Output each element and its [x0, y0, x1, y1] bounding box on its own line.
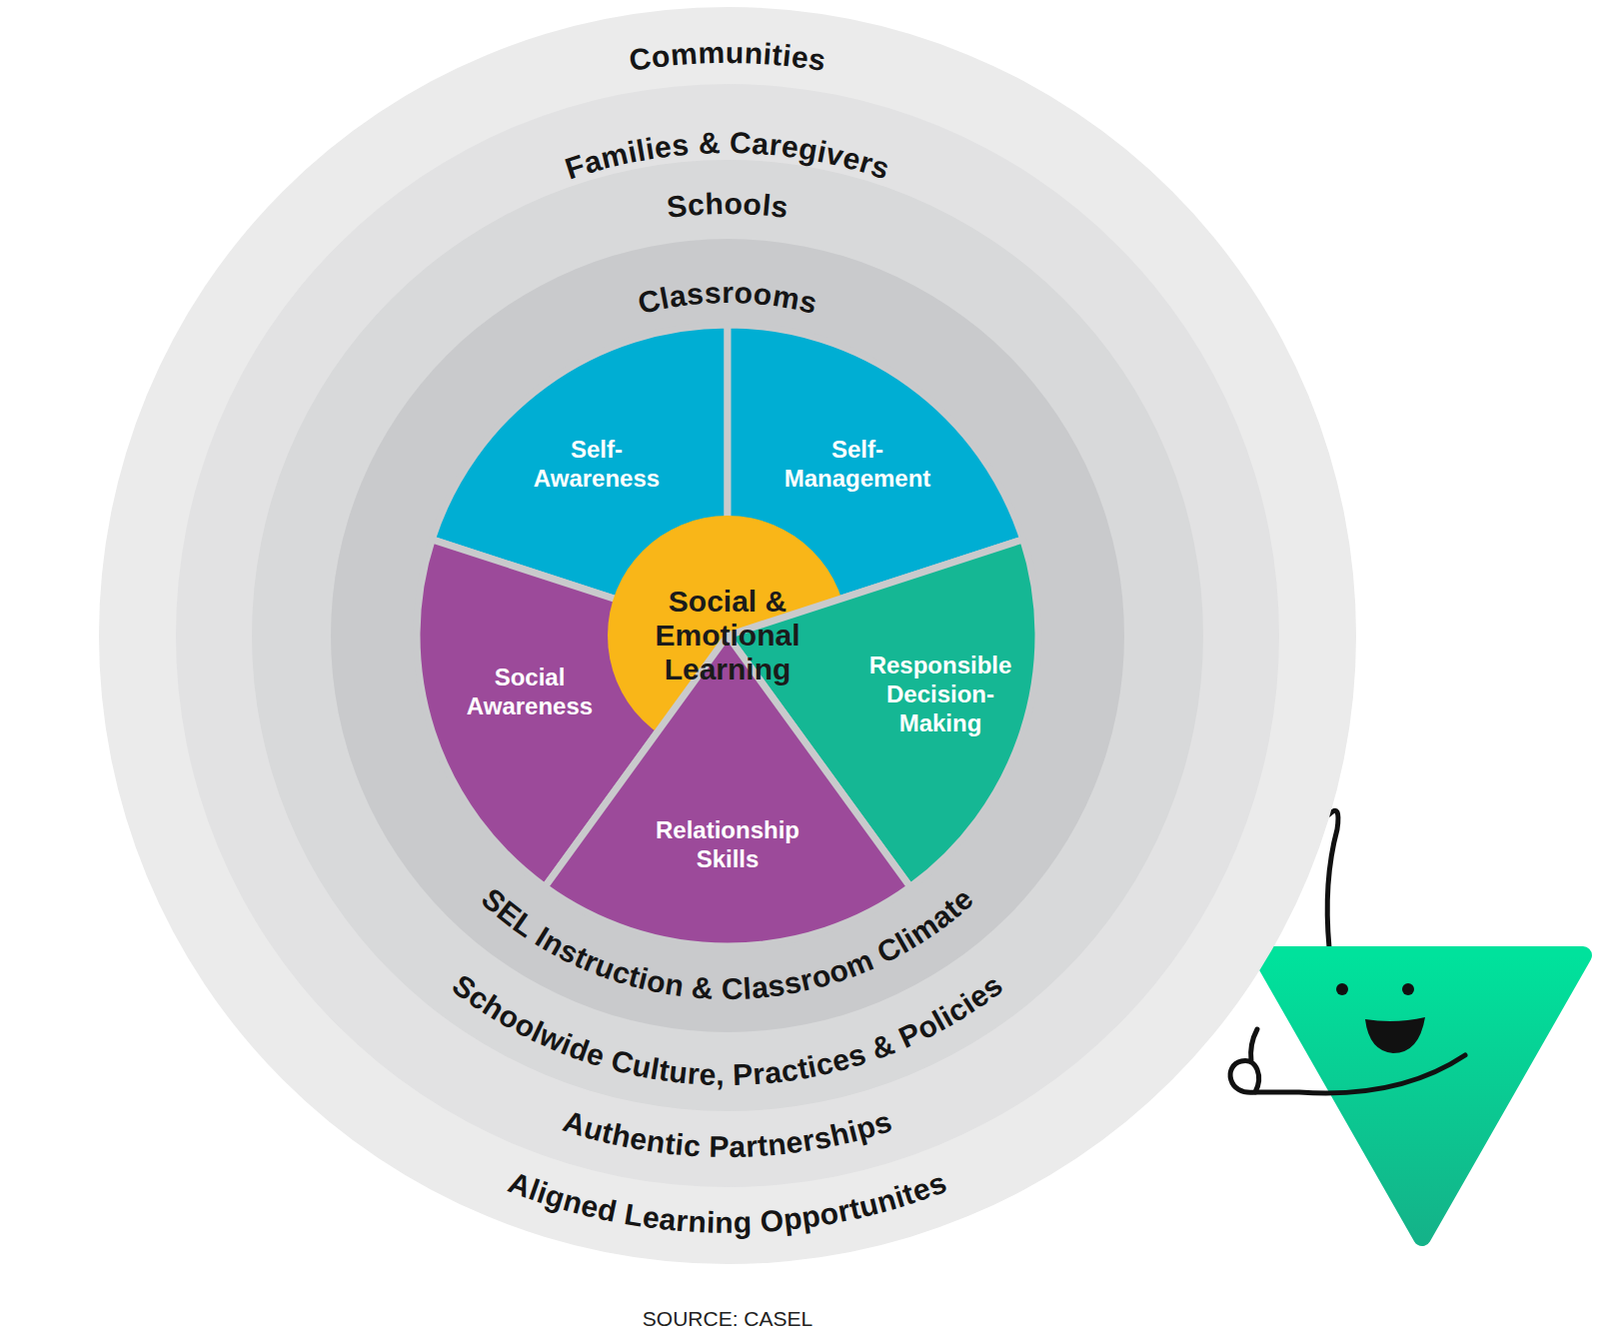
ring-disc-shape [251, 159, 1204, 1112]
label-slot: Self-Awareness [521, 434, 672, 493]
label-slot: Responsible Decision-Making [858, 650, 1024, 738]
ring-disc-shape [175, 83, 1280, 1188]
communities-ring: CommunitiesAligned Learning Opportunites… [98, 6, 1357, 1265]
ring-disc-shape [330, 238, 1125, 1033]
classrooms-ring: ClassroomsSEL Instruction & Classroom Cl… [330, 238, 1125, 1033]
caption: SOURCE: CASEL [0, 1307, 1456, 1332]
arc-text-path: Authentic Partnerships [559, 1104, 897, 1164]
arc-text-path: Communities [626, 35, 829, 77]
schools-ring: SchoolsSchoolwide Culture, Practices & P… [251, 159, 1204, 1112]
competency-label: Self-Awareness [521, 434, 672, 493]
competency-label: Responsible Decision-Making [858, 650, 1024, 738]
ring-practice: Authentic Partnerships [559, 1104, 897, 1164]
arc-text-path: Classrooms [634, 275, 821, 320]
ring-disc-shape [98, 6, 1357, 1265]
ring-title: Schools [664, 186, 790, 224]
ring-title: Classrooms [634, 275, 821, 320]
segment-wedge [544, 635, 911, 947]
competency-label: Social Awareness [449, 662, 610, 721]
center-label: Social & Emotional Learning [635, 584, 820, 687]
competency-label: Relationship Skills [647, 815, 808, 874]
arc-text-path: Schools [664, 186, 790, 224]
families-ring: Families & CaregiversAuthentic Partnersh… [175, 83, 1280, 1188]
label-slot: Relationship Skills [647, 815, 808, 874]
label-slot: Self-Management [777, 434, 938, 493]
label-slot: Social Awareness [449, 662, 610, 721]
competency-label: Self-Management [777, 434, 938, 493]
ring-title: Communities [626, 35, 829, 77]
